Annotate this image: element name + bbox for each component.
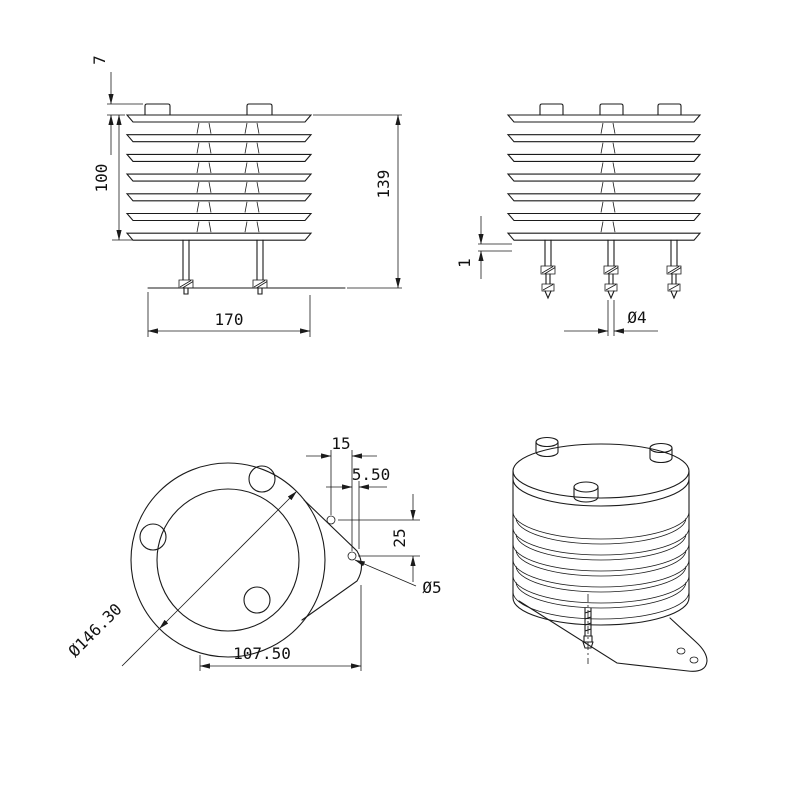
iso-louver-rings [512,511,690,620]
front-louver-plates [125,114,313,241]
dim-bolt-diameter: Ø4 [564,300,658,336]
dim-louver-height-label: 100 [92,164,111,193]
dim-tab-hole-spacing-label: 25 [390,528,409,547]
side-view: 1 Ø4 [455,103,702,336]
dim-tab-hole-diameter: Ø5 [354,559,442,597]
iso-top-caps [535,436,673,503]
dim-outer-diameter-leader [121,628,160,667]
dim-overall-height-extensions [313,114,402,289]
front-top-caps [144,103,273,116]
iso-body-sides [512,470,690,626]
dim-bolt-diameter-label: Ø4 [627,308,646,327]
isometric-view [512,436,708,672]
inner-circle [156,488,300,632]
dim-tab-hole-offset-label: 15 [331,434,350,453]
dim-cap-height-extensions [107,103,143,116]
mounting-hole-bottom [243,586,271,614]
dim-outer-diameter: Ø146.30 [65,491,297,667]
mounting-hole-left [139,523,167,551]
dim-washer-thickness-extensions [478,243,512,252]
dim-outer-diameter-label: Ø146.30 [65,600,126,661]
dim-tab-hole-offset: 15 [306,434,377,551]
side-legs [544,239,678,300]
front-legs [182,239,264,295]
dim-tab-hole-offset-extensions [330,450,353,551]
side-louver-plates [506,114,702,241]
front-louver-spacers [196,122,260,233]
bracket-hole-lower [347,551,357,561]
dim-tab-length: 107.50 [199,585,362,671]
dim-overall-height: 139 [313,114,402,289]
dim-outer-diameter-line [159,491,297,629]
dim-tab-edge-offset: 5.50 [326,465,390,549]
dim-tab-length-label: 107.50 [233,644,291,663]
side-leg-nuts [540,265,682,292]
iso-plate-hole-1 [676,647,686,655]
side-louver-spacers [600,122,616,233]
front-leg-nuts [178,279,268,289]
iso-plate-hole-2 [689,656,699,664]
dim-tab-hole-diameter-label: Ø5 [422,578,441,597]
iso-cap-left [535,436,559,448]
side-top-caps [539,103,682,116]
dim-tab-hole-diameter-leader [354,559,417,587]
dim-tab-edge-offset-label: 5.50 [352,465,391,484]
dim-tab-hole-spacing: 25 [338,494,420,582]
iso-cap-front [573,481,599,493]
dim-washer-thickness-label: 1 [455,258,474,268]
top-view: 15 5.50 25 Ø5 Ø146.30 107.50 [65,434,442,671]
front-view: 7 100 139 170 [90,55,402,337]
dim-overall-height-label: 139 [374,170,393,199]
iso-bolt [582,607,594,649]
dim-washer-thickness: 1 [455,216,512,279]
iso-cap-sides [535,441,673,503]
iso-base-plate [518,600,708,672]
outer-circle [130,462,326,658]
dim-louver-height: 100 [92,114,133,241]
dim-bolt-diameter-extensions [607,300,615,336]
dim-tab-hole-spacing-extensions [338,519,420,557]
dim-base-width-label: 170 [215,310,244,329]
dim-cap-height: 7 [90,55,143,155]
mounting-hole-top [248,465,276,493]
bracket-hole-upper [326,515,336,525]
dim-cap-height-label: 7 [90,55,109,65]
dim-base-width: 170 [147,292,311,337]
